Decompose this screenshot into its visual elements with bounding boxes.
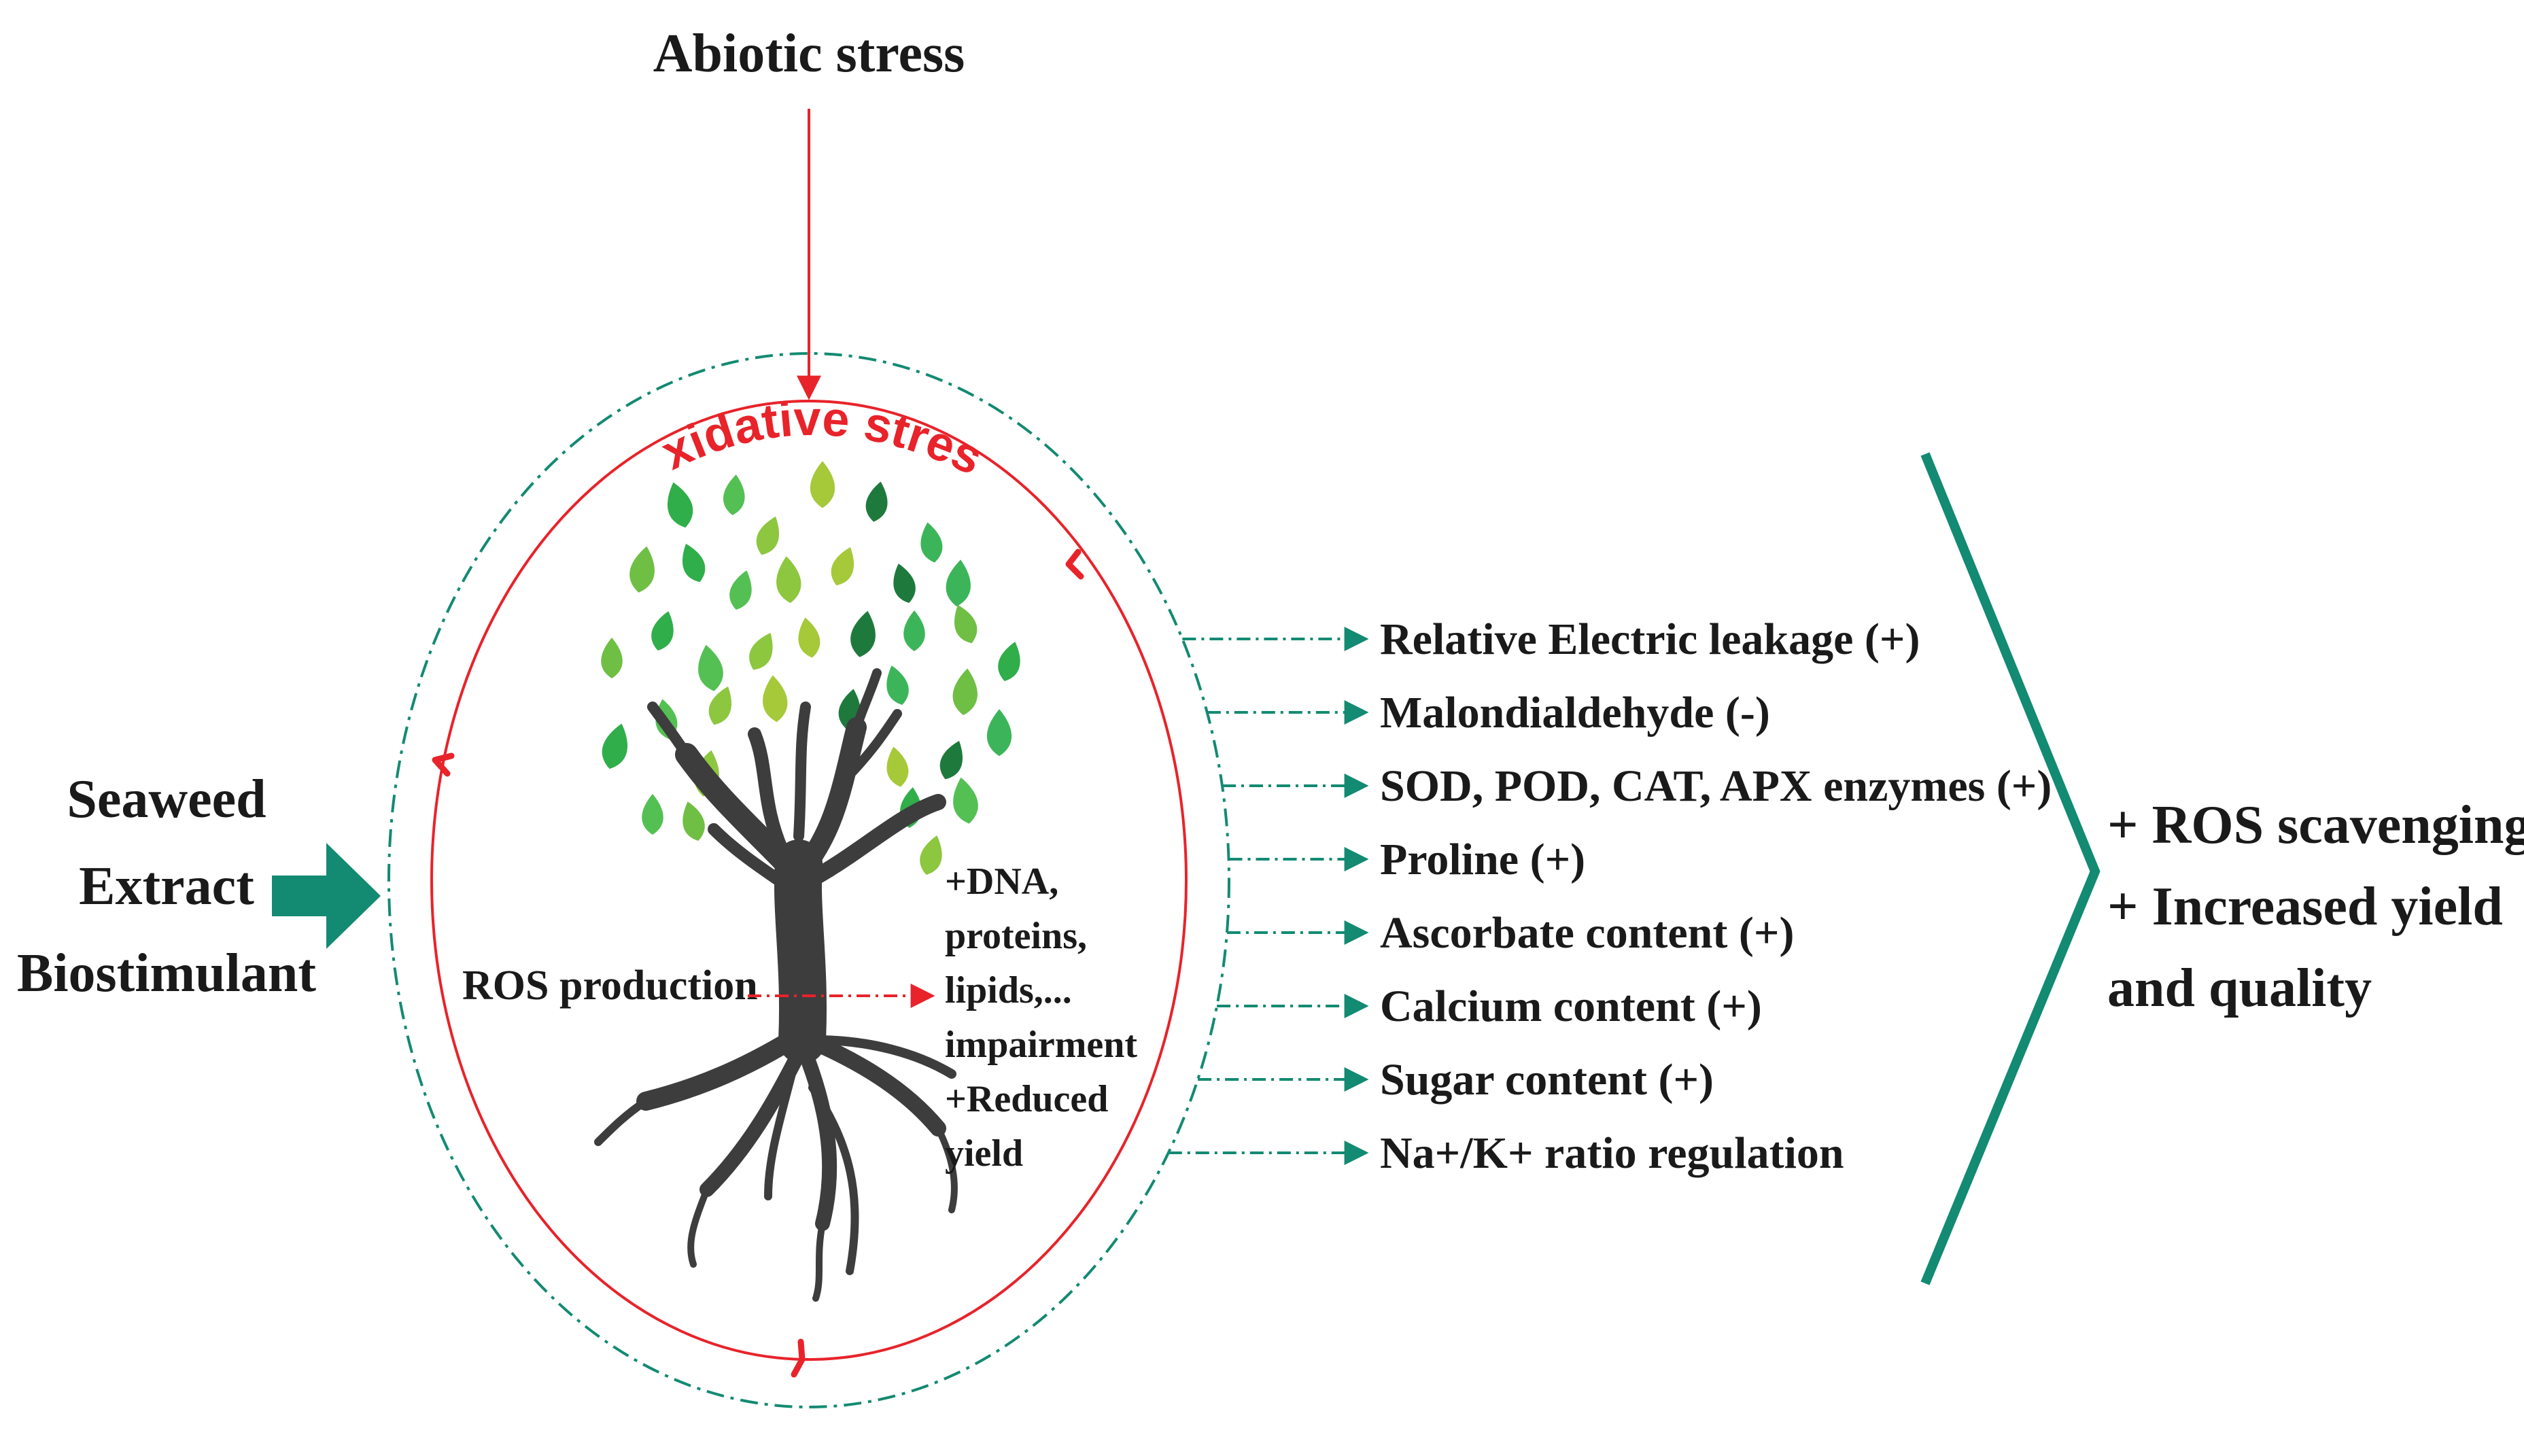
- oxidative-stress-ring: [430, 400, 1188, 1361]
- input-arrow-icon: [272, 843, 381, 949]
- leaf-icon: [865, 481, 888, 522]
- leaf-icon: [831, 547, 854, 586]
- leaf-icon: [776, 556, 801, 604]
- damage-line: proteins,: [945, 915, 1087, 957]
- leaf-icon: [756, 516, 779, 555]
- tree-icon: [594, 461, 1020, 1302]
- leaf-icon: [939, 740, 963, 780]
- damage-line: lipids,...: [945, 969, 1072, 1011]
- input-line-1: Seaweed: [67, 769, 266, 829]
- leaf-icon: [651, 611, 674, 651]
- leaf-icon: [729, 570, 752, 610]
- leaf-icon: [723, 474, 745, 515]
- leaf-icon: [682, 801, 705, 842]
- effects-list: Relative Electric leakage (+) Malondialde…: [1168, 614, 2052, 1178]
- leaf-icon: [998, 642, 1020, 682]
- ring-tick-icon: [1065, 549, 1084, 580]
- effect-label: Calcium content (+): [1380, 982, 1762, 1031]
- leaf-icon: [642, 794, 663, 835]
- leaf-icon: [954, 604, 978, 644]
- damage-line: yield: [945, 1132, 1023, 1175]
- leaf-icon: [763, 675, 788, 723]
- leaf-icon: [668, 482, 693, 528]
- chevron-right-icon: [1920, 452, 2101, 1285]
- leaf-icon: [953, 777, 978, 824]
- outer-ring: [387, 352, 1230, 1408]
- leaf-icon: [986, 709, 1012, 757]
- effect-label: SOD, POD, CAT, APX enzymes (+): [1380, 761, 2052, 811]
- damage-list: +DNA, proteins, lipids,... impairment +Reduc…: [945, 861, 1137, 1175]
- leaf-icon: [946, 559, 971, 607]
- trunk: [594, 668, 958, 1302]
- ring-tick-icon: [791, 1338, 806, 1378]
- damage-line: +DNA,: [945, 861, 1058, 903]
- effect-label: Malondialdehyde (-): [1380, 688, 1770, 738]
- leaf-icon: [920, 835, 942, 876]
- effect-label: Relative Electric leakage (+): [1380, 614, 1920, 664]
- effect-label: Ascorbate content (+): [1380, 908, 1794, 958]
- ros-production-label: ROS production: [462, 963, 758, 1009]
- leaf-icon: [698, 644, 723, 691]
- leaf-icon: [749, 632, 773, 670]
- outcome-line-2: + Increased yield: [2107, 877, 2503, 937]
- leaf-icon: [893, 564, 916, 604]
- leaf-icon: [886, 746, 909, 787]
- leaf-icon: [886, 665, 909, 706]
- outcome-line-1: + ROS scavenging: [2107, 795, 2524, 855]
- leaf-icon: [850, 610, 876, 657]
- damage-line: impairment: [945, 1024, 1137, 1066]
- damage-line: +Reduced: [945, 1078, 1108, 1120]
- leaf-icon: [682, 543, 706, 583]
- input-line-3: Biostimulant: [17, 943, 316, 1003]
- foliage: [601, 461, 1020, 876]
- leaf-icon: [601, 638, 623, 678]
- ring-tick-icon: [432, 752, 455, 777]
- abiotic-stress-label: Abiotic stress: [653, 24, 965, 84]
- leaf-icon: [602, 723, 627, 769]
- leaf-icon: [920, 522, 943, 563]
- leaf-icon: [629, 546, 655, 593]
- leaf-icon: [708, 686, 731, 725]
- leaf-icon: [952, 668, 978, 716]
- leaf-icon: [798, 617, 820, 658]
- outcome-line-3: and quality: [2107, 958, 2372, 1018]
- effect-label: Sugar content (+): [1380, 1055, 1714, 1105]
- effect-label: Na+/K+ ratio regulation: [1380, 1128, 1844, 1178]
- leaf-icon: [903, 610, 925, 651]
- effect-label: Proline (+): [1380, 835, 1585, 884]
- input-line-2: Extract: [79, 856, 254, 916]
- leaf-icon: [810, 461, 835, 508]
